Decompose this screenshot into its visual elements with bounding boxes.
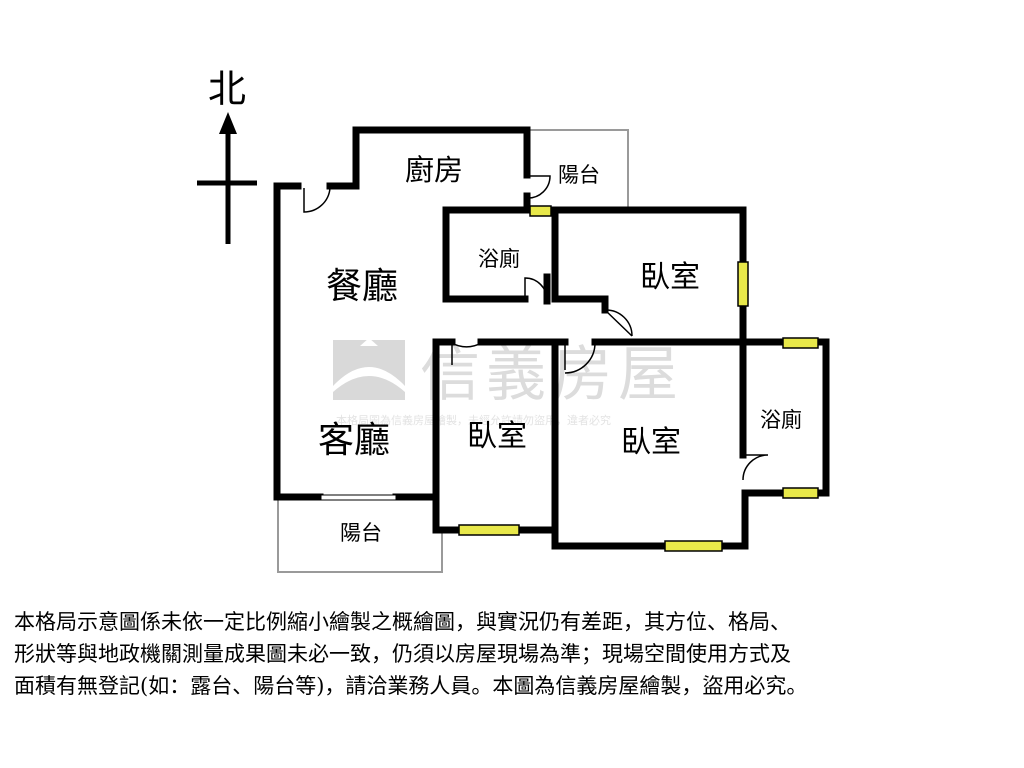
window bbox=[664, 540, 723, 552]
room-bath-central: 浴廁 bbox=[478, 247, 520, 271]
room-labels: 廚房 陽台 餐廳 浴廁 臥室 客廳 臥室 臥室 浴廁 陽台 bbox=[318, 153, 802, 545]
doors bbox=[303, 175, 769, 501]
window bbox=[529, 205, 552, 217]
window bbox=[782, 487, 819, 499]
room-balcony-south: 陽台 bbox=[340, 521, 382, 545]
room-dining: 餐廳 bbox=[326, 266, 398, 307]
compass: 北 bbox=[197, 67, 257, 244]
watermark-notice: 本格局圖為信義房屋繪製，未經允許請勿盜用，違者必究 bbox=[336, 413, 611, 427]
watermark-brand: 信義房屋 bbox=[420, 340, 684, 410]
room-kitchen: 廚房 bbox=[405, 153, 463, 187]
window bbox=[782, 337, 819, 349]
disclaimer: 本格局示意圖係未依一定比例縮小繪製之概繪圖，與實況仍有差距，其方位、格局、 形狀… bbox=[14, 606, 1014, 702]
door-sliding-balcony bbox=[320, 494, 397, 501]
window bbox=[737, 261, 749, 307]
room-living: 客廳 bbox=[318, 420, 390, 461]
door-bedroom-northeast bbox=[604, 309, 633, 337]
watermark: 信義房屋 本格局圖為信義房屋繪製，未經允許請勿盜用，違者必究 bbox=[333, 338, 684, 427]
door-entrance bbox=[303, 187, 331, 213]
room-bedroom-small: 臥室 bbox=[467, 419, 527, 454]
walls bbox=[273, 126, 830, 550]
disclaimer-line: 形狀等與地政機關測量成果圖未必一致，仍須以房屋現場為準；現場空間使用方式及 bbox=[14, 642, 791, 666]
disclaimer-line: 面積有無登記(如：露台、陽台等)，請洽業務人員。本圖為信義房屋繪製，盜用必究。 bbox=[14, 674, 808, 698]
room-balcony-north: 陽台 bbox=[558, 163, 600, 187]
north-arrow-icon bbox=[197, 112, 257, 244]
door-bath-central bbox=[524, 277, 548, 301]
north-label: 北 bbox=[208, 67, 246, 111]
door-bedroom-small bbox=[451, 342, 482, 365]
window bbox=[458, 524, 520, 536]
room-bath-east: 浴廁 bbox=[760, 408, 802, 432]
disclaimer-line: 本格局示意圖係未依一定比例縮小繪製之概繪圖，與實況仍有差距，其方位、格局、 bbox=[14, 610, 791, 634]
door-bedroom-master bbox=[564, 342, 596, 374]
windows bbox=[458, 205, 819, 552]
watermark-logo-icon bbox=[333, 338, 405, 400]
room-bedroom-northeast: 臥室 bbox=[640, 260, 700, 295]
room-bedroom-master: 臥室 bbox=[621, 425, 681, 460]
door-bath-east bbox=[742, 454, 769, 481]
door-north-balcony bbox=[526, 175, 551, 199]
floor-plan: 信義房屋 本格局圖為信義房屋繪製，未經允許請勿盜用，違者必究 bbox=[197, 67, 830, 573]
